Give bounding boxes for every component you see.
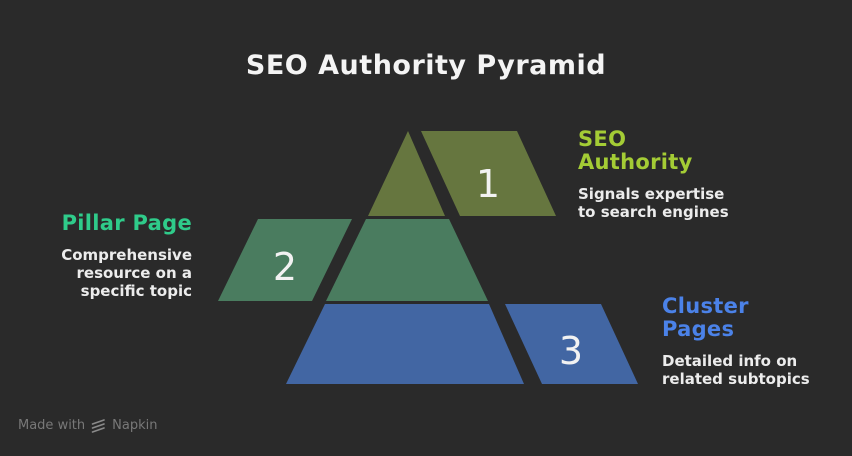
napkin-watermark-link[interactable]: Made with Napkin (18, 418, 157, 433)
pillar-page-description: Comprehensive resource on a specific top… (40, 246, 192, 300)
cluster-pages-title: Cluster Pages (662, 295, 810, 341)
tier2-band-shape (326, 219, 488, 301)
label-line: SEO (578, 127, 627, 151)
label-line: Pages (662, 317, 735, 341)
diagram-title: SEO Authority Pyramid (245, 50, 607, 81)
watermark-brand: Napkin (112, 418, 158, 433)
desc-line: Comprehensive (61, 246, 192, 264)
seo-authority-title: SEO Authority (578, 128, 729, 174)
label-pillar-page: Pillar Page Comprehensive resource on a … (40, 212, 192, 301)
tier2-number-shape (218, 219, 352, 301)
tier1-apex-shape (368, 131, 445, 216)
label-line: Authority (578, 150, 693, 174)
label-cluster-pages: Cluster Pages Detailed info on related s… (662, 295, 810, 389)
label-seo-authority: SEO Authority Signals expertise to searc… (578, 128, 729, 222)
desc-line: Detailed info on (662, 352, 798, 370)
tier1-number: 1 (476, 162, 500, 206)
seo-authority-description: Signals expertise to search engines (578, 185, 729, 221)
desc-line: Signals expertise (578, 185, 725, 203)
tier3-band-shape (286, 304, 524, 384)
cluster-pages-description: Detailed info on related subtopics (662, 352, 810, 388)
label-line: Pillar Page (61, 211, 192, 235)
tier1-number-shape (421, 131, 556, 216)
tier2-number: 2 (273, 245, 297, 289)
napkin-logo-icon (91, 418, 105, 433)
tier3-number: 3 (559, 329, 583, 373)
pillar-page-title: Pillar Page (40, 212, 192, 235)
desc-line: resource on a (76, 264, 193, 282)
desc-line: related subtopics (662, 370, 810, 388)
label-line: Cluster (662, 294, 749, 318)
watermark-prefix: Made with (18, 418, 86, 433)
desc-line: specific topic (80, 282, 192, 300)
tier3-number-shape (505, 304, 638, 384)
desc-line: to search engines (578, 203, 729, 221)
